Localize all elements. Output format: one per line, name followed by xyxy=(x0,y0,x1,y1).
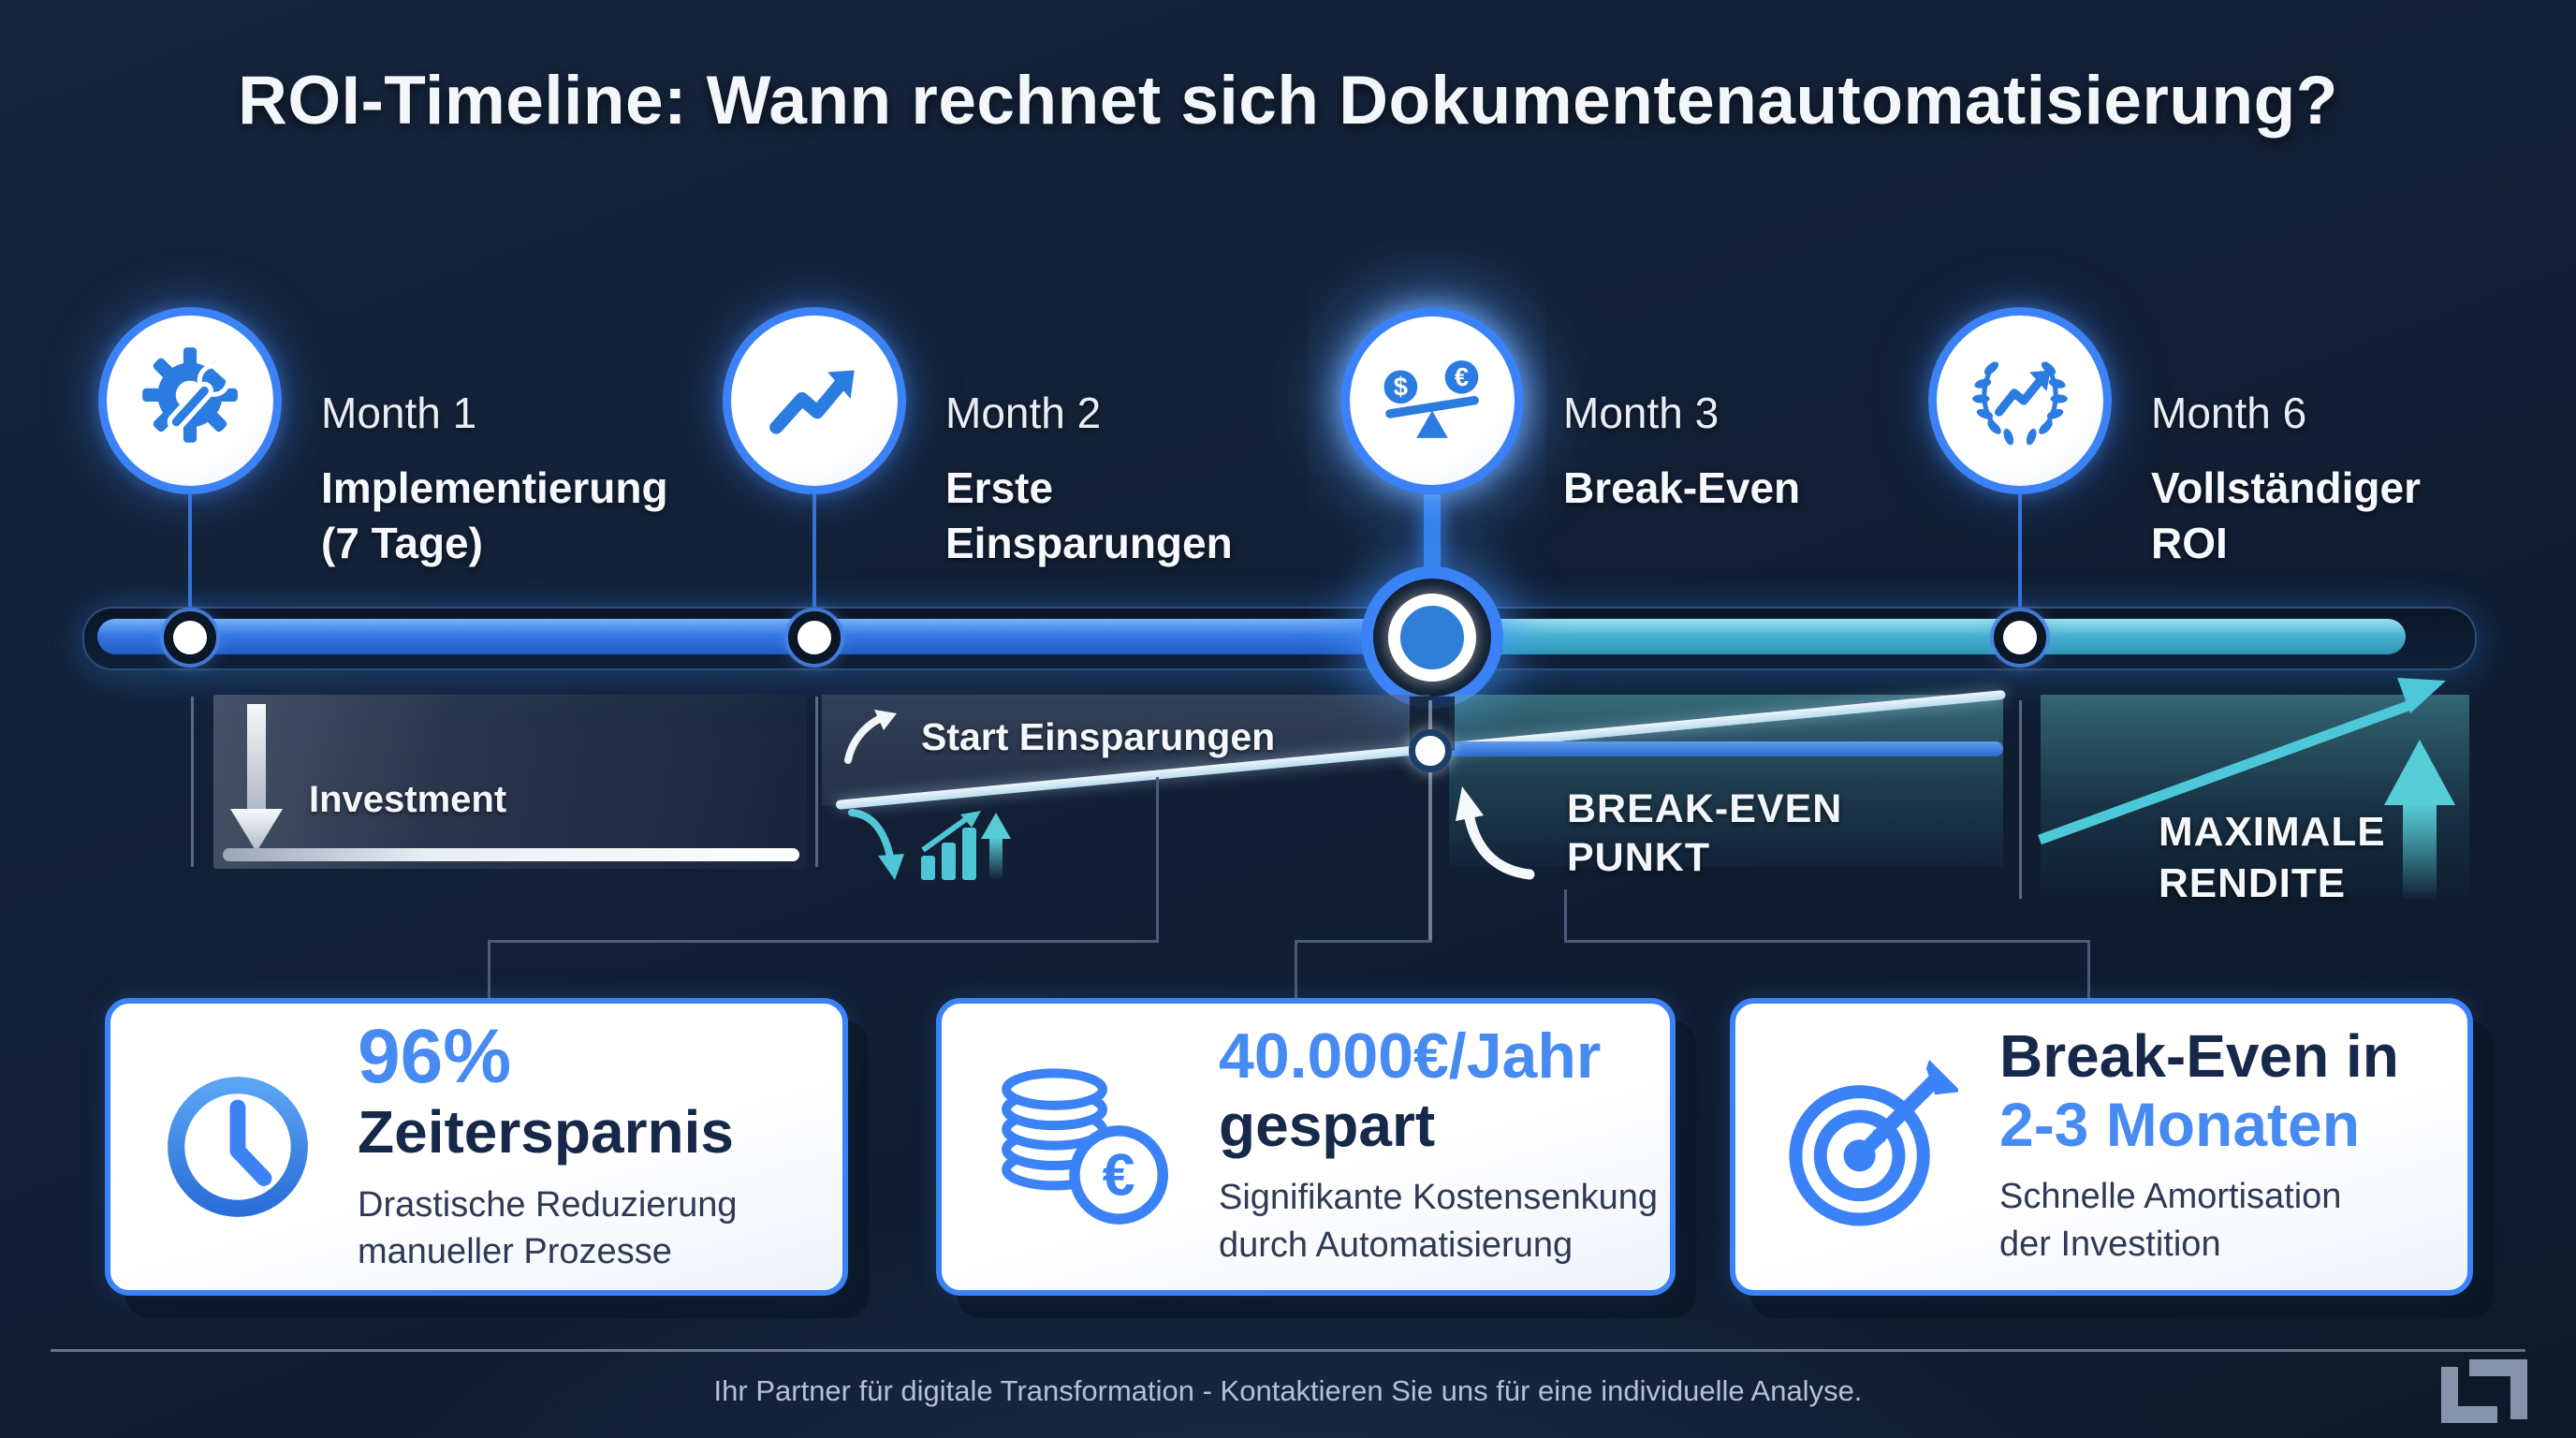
card-break-even: Break-Even in 2-3 Monaten Schnelle Amort… xyxy=(1730,998,2473,1296)
page-title: ROI-Timeline: Wann rechnet sich Dokument… xyxy=(238,63,2338,139)
card-highlight: 40.000€/Jahr xyxy=(1219,1020,1602,1092)
euro-glyph: € xyxy=(1103,1142,1135,1208)
card-heading: gespart xyxy=(1219,1092,1436,1160)
company-logo-icon xyxy=(2441,1359,2527,1423)
connector-card1-v1 xyxy=(1156,777,1159,942)
milestone-1-month: Month 1 xyxy=(321,389,477,437)
investment-underline xyxy=(223,848,799,861)
savings-up-arrow-icon xyxy=(844,710,897,764)
milestone-4-month: Month 6 xyxy=(2151,389,2307,437)
target-dart-icon xyxy=(1789,1060,1958,1226)
milestone-2-text: Month 2 Erste Einsparungen xyxy=(945,388,1233,571)
card-time-savings-text: 96% Zeitersparnis Drastische Reduzierung… xyxy=(358,1018,738,1277)
milestone-3-title: Break-Even xyxy=(1563,463,1801,512)
timeline-investment-segment xyxy=(97,619,1432,654)
card-break-even-text: Break-Even in 2-3 Monaten Schnelle Amort… xyxy=(1999,1021,2399,1269)
timeline-returns-segment xyxy=(1432,619,2406,654)
milestone-2-connector xyxy=(812,494,816,614)
band-divider-3 xyxy=(2019,700,2022,899)
milestone-1-text: Month 1 Implementierung (7 Tage) xyxy=(321,388,668,571)
milestone-1-circle xyxy=(98,307,282,494)
balance-scale-icon: $ € xyxy=(1383,360,1479,438)
timeline-node-month3 xyxy=(1361,566,1503,709)
milestone-2-circle xyxy=(723,307,906,494)
clock-icon xyxy=(168,1077,308,1217)
card-cost-savings: € 40.000€/Jahr gespart Signifikante Kost… xyxy=(936,998,1676,1296)
card-highlight: 96% xyxy=(358,1013,512,1099)
connector-card3-h xyxy=(1564,940,2090,943)
band-divider-2 xyxy=(815,697,818,867)
milestone-1-title: Implementierung (7 Tage) xyxy=(321,463,668,567)
timeline-node-month2 xyxy=(788,611,841,664)
card-cost-savings-text: 40.000€/Jahr gespart Signifikante Kosten… xyxy=(1219,1020,1658,1269)
milestone-3-text: Month 3 Break-Even xyxy=(1563,388,1800,516)
card-body: Schnelle Amortisation der Investition xyxy=(1999,1177,2342,1265)
break-even-drop-line xyxy=(1428,700,1432,942)
connector-card3-v2 xyxy=(2087,940,2090,998)
dollar-glyph: $ xyxy=(1394,373,1408,402)
investment-baseline xyxy=(1432,741,2003,756)
max-return-arrows-icon xyxy=(2038,678,2455,901)
card-heading: Zeitersparnis xyxy=(358,1098,734,1167)
footer-text: Ihr Partner für digitale Transformation … xyxy=(713,1374,1863,1407)
investment-down-arrow-icon xyxy=(230,704,283,852)
connector-card3-v1 xyxy=(1564,889,1567,942)
trend-up-icon xyxy=(769,370,855,434)
timeline-node-month3-core xyxy=(1388,594,1476,682)
milestone-4-text: Month 6 Vollständiger ROI xyxy=(2151,388,2421,571)
connector-card1-h xyxy=(488,940,1159,943)
euro-glyph: € xyxy=(1455,362,1469,391)
footer-divider xyxy=(51,1349,2525,1352)
milestone-2-month: Month 2 xyxy=(945,389,1102,437)
milestone-3-connector xyxy=(1424,494,1441,571)
investment-label: Investment xyxy=(309,779,507,820)
milestone-4-circle xyxy=(1928,307,2112,494)
card-heading: Break-Even in xyxy=(1999,1021,2399,1090)
band-divider-1 xyxy=(191,697,194,867)
break-even-label: BREAK-EVEN PUNKT xyxy=(1567,786,1843,881)
max-return-label: MAXIMALE RENDITE xyxy=(2159,809,2386,906)
milestone-4-title: Vollständiger ROI xyxy=(2151,463,2421,567)
card-time-savings: 96% Zeitersparnis Drastische Reduzierung… xyxy=(105,998,848,1296)
coins-euro-icon: € xyxy=(1002,1068,1168,1225)
card-body: Drastische Reduzierung manueller Prozess… xyxy=(358,1184,738,1272)
connector-card1-v2 xyxy=(488,940,490,998)
milestone-3-month: Month 3 xyxy=(1563,389,1720,437)
laurel-roi-icon xyxy=(1972,360,2068,446)
card-highlight: 2-3 Monaten xyxy=(1999,1090,2361,1160)
savings-growth-chart-icon xyxy=(848,809,1011,880)
connector-card2-h xyxy=(1295,940,1432,943)
timeline-node-month1 xyxy=(164,611,216,664)
investment-panel xyxy=(213,695,807,869)
milestone-4-connector xyxy=(2018,494,2022,614)
connector-card2-v xyxy=(1295,940,1297,998)
savings-label: Start Einsparungen xyxy=(921,715,1276,758)
break-even-point-dot xyxy=(1409,729,1452,772)
card-body: Signifikante Kostensenkung durch Automat… xyxy=(1219,1178,1658,1266)
timeline-node-month6 xyxy=(1994,611,2046,664)
break-even-pointer-arrow-icon xyxy=(1456,786,1535,880)
milestone-3-circle: $ € xyxy=(1340,307,1524,494)
gear-wrench-icon xyxy=(142,347,239,443)
milestone-1-connector xyxy=(188,494,192,614)
milestone-2-title: Erste Einsparungen xyxy=(945,463,1233,567)
